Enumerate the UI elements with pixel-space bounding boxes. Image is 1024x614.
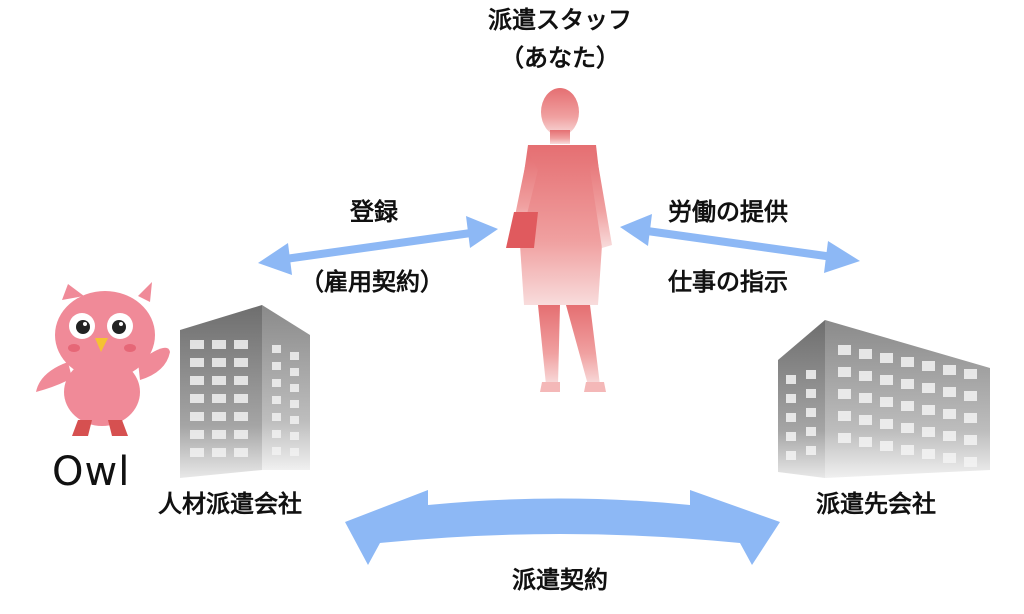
client-window — [786, 375, 796, 384]
client-window — [901, 423, 914, 433]
client-window — [943, 453, 956, 463]
agency-window — [272, 430, 281, 438]
client-window — [859, 371, 872, 381]
client-window — [859, 415, 872, 425]
staff-title: 派遣スタッフ — [488, 6, 632, 34]
client-window — [786, 413, 796, 422]
agency-window — [212, 430, 226, 439]
client-window — [806, 370, 816, 379]
agency-window — [290, 400, 299, 408]
client-window — [806, 389, 816, 398]
agency-window — [190, 340, 204, 349]
owl-mascot — [36, 282, 170, 436]
arrow-registration — [258, 216, 498, 275]
agency-window — [272, 413, 281, 421]
agency-label: 人材派遣会社 — [158, 490, 302, 518]
agency-window — [272, 345, 281, 353]
client-window — [880, 397, 893, 407]
agency-window — [190, 358, 204, 367]
client-window — [880, 375, 893, 385]
client-window — [964, 369, 977, 379]
client-window — [943, 365, 956, 375]
client-window — [922, 449, 935, 459]
client-window — [838, 389, 851, 399]
client-label: 派遣先会社 — [816, 490, 936, 518]
arrow-dispatch — [345, 490, 780, 565]
agency-window — [212, 394, 226, 403]
agency-window — [234, 430, 248, 439]
arrow-labor — [620, 214, 860, 273]
agency-window — [234, 394, 248, 403]
client-window — [838, 433, 851, 443]
agency-window — [272, 362, 281, 370]
client-window — [838, 345, 851, 355]
client-building — [778, 320, 990, 478]
client-window — [922, 383, 935, 393]
agency-window — [290, 352, 299, 360]
agency-window — [272, 379, 281, 387]
agency-window — [272, 447, 281, 455]
client-window — [901, 357, 914, 367]
client-window — [786, 394, 796, 403]
client-window — [964, 435, 977, 445]
client-window — [922, 405, 935, 415]
client-window — [922, 361, 935, 371]
registration-label: 登録 — [350, 198, 398, 226]
dispatch-label: 派遣契約 — [512, 566, 608, 594]
agency-window — [234, 412, 248, 421]
client-window — [859, 349, 872, 359]
agency-window — [190, 412, 204, 421]
agency-window — [212, 340, 226, 349]
agency-window — [290, 432, 299, 440]
agency-window — [272, 396, 281, 404]
client-window — [964, 413, 977, 423]
client-window — [786, 432, 796, 441]
client-window — [901, 379, 914, 389]
registration-sublabel: （雇用契約） — [300, 268, 444, 296]
staff-subtitle: （あなた） — [500, 44, 620, 72]
client-window — [964, 457, 977, 467]
agency-window — [234, 340, 248, 349]
agency-window — [212, 448, 226, 457]
agency-window — [234, 448, 248, 457]
client-window — [964, 391, 977, 401]
labor-sublabel: 仕事の指示 — [668, 268, 788, 296]
client-window — [838, 367, 851, 377]
client-window — [901, 401, 914, 411]
client-window — [880, 353, 893, 363]
agency-window — [212, 412, 226, 421]
agency-window — [190, 376, 204, 385]
agency-window — [190, 448, 204, 457]
owl-logo: Owl — [52, 449, 131, 495]
agency-window — [290, 448, 299, 456]
client-window — [859, 437, 872, 447]
agency-window — [234, 358, 248, 367]
client-window — [880, 441, 893, 451]
client-window — [859, 393, 872, 403]
client-window — [922, 427, 935, 437]
client-window — [943, 387, 956, 397]
client-window — [901, 445, 914, 455]
agency-window — [290, 368, 299, 376]
agency-window — [290, 384, 299, 392]
agency-window — [212, 358, 226, 367]
agency-window — [290, 416, 299, 424]
client-window — [806, 408, 816, 417]
client-window — [880, 419, 893, 429]
client-window — [786, 451, 796, 460]
labor-label: 労働の提供 — [668, 198, 788, 226]
staff-silhouette — [506, 88, 612, 392]
client-window — [838, 411, 851, 421]
agency-window — [234, 376, 248, 385]
client-window — [806, 427, 816, 436]
agency-window — [190, 430, 204, 439]
agency-window — [212, 376, 226, 385]
client-window — [943, 431, 956, 441]
client-window — [943, 409, 956, 419]
agency-window — [190, 394, 204, 403]
client-window — [806, 446, 816, 455]
agency-building — [180, 305, 310, 478]
